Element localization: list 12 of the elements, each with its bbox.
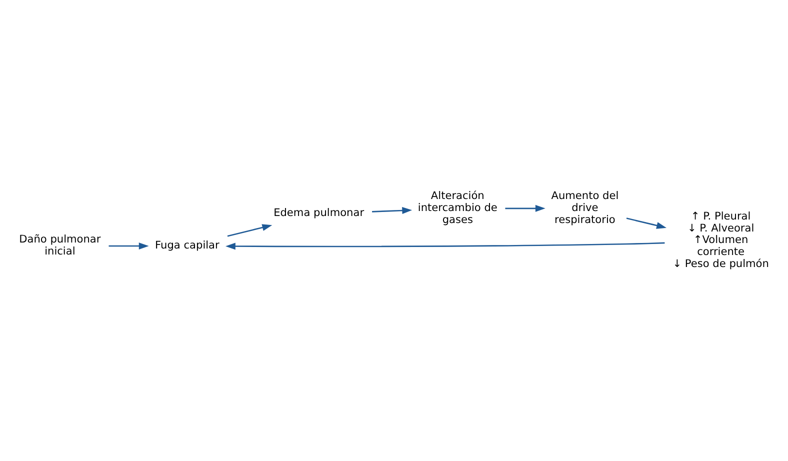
arrow [227,224,272,237]
node-text: ↑ P. Pleural ↓ P. Alveoral ↑Volumen corriente ↓ Peso de pulmón [672,210,769,270]
arrow [108,242,149,250]
node-text: Edema pulmonar [274,207,364,220]
node-text: Aumento del drive respiratorio [551,190,619,226]
node-text: Alteración intercambio de gases [418,190,498,226]
node-text: Daño pulmonar inicial [19,234,101,258]
arrow [226,242,665,250]
arrow [626,218,666,229]
arrow [372,207,412,214]
arrow [505,204,546,212]
node-text: Fuga capilar [155,240,220,252]
